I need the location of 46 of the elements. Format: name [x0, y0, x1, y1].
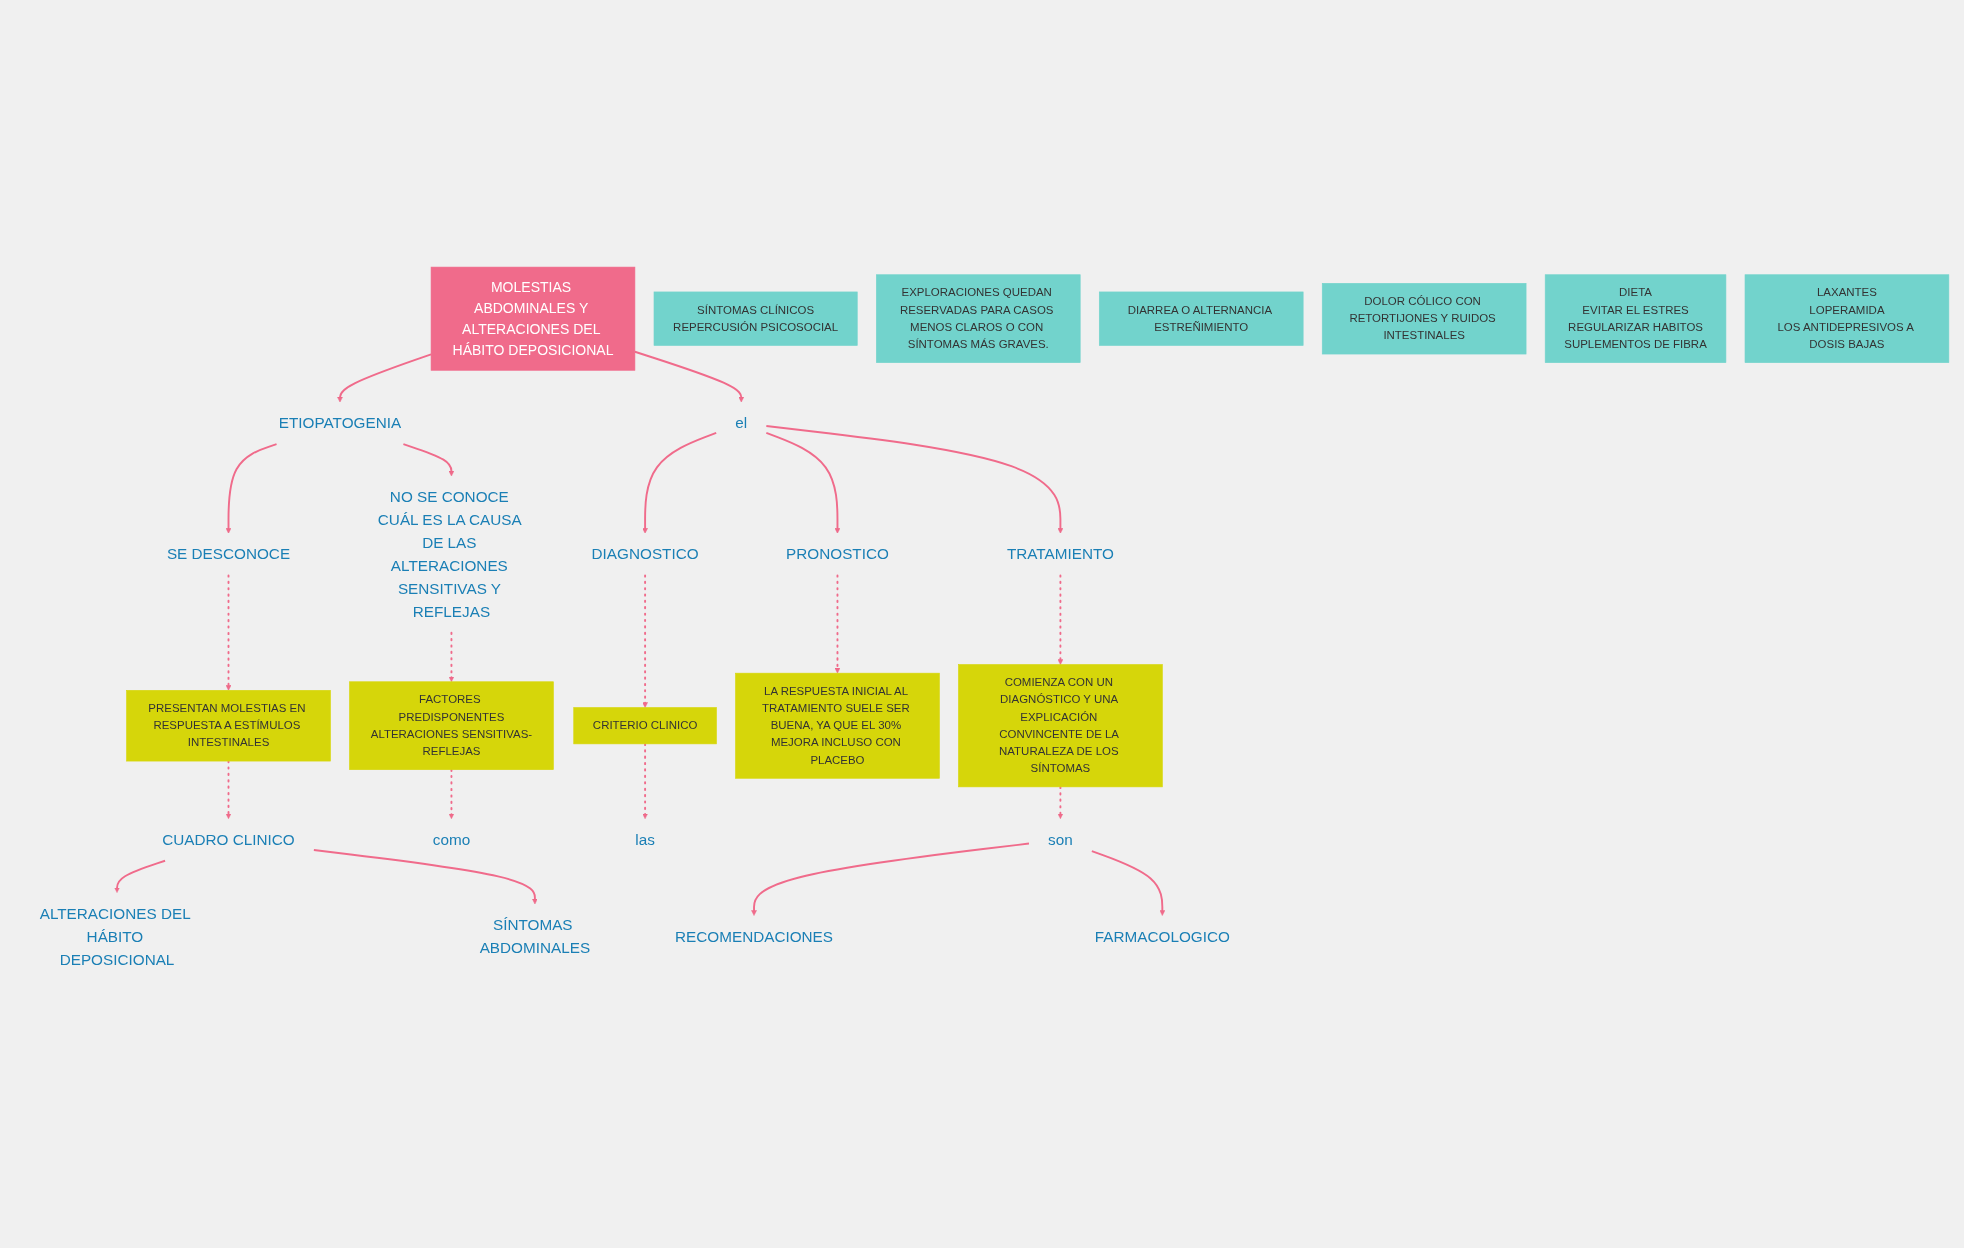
arrow [834, 574, 841, 674]
node-box: DIETA EVITAR EL ESTRES REGULARIZAR HABITOS SUPLEMENTOS DE FIBRA [1544, 274, 1727, 364]
arrow [402, 443, 455, 477]
node-box: CRITERIO CLINICO [573, 707, 717, 745]
node-text: FARMACOLOGICO [1094, 927, 1230, 946]
node-text: DIAGNOSTICO [591, 545, 699, 563]
node-text: como [432, 831, 471, 849]
arrow [1057, 574, 1064, 665]
node-text: TRATAMIENTO [1006, 545, 1114, 563]
node-text: SÍNTOMAS ABDOMINALES [479, 916, 591, 957]
node-text: RECOMENDACIONES [675, 927, 834, 946]
node-box: COMIENZA CON UN DIAGNÓSTICO Y UNA EXPLICACIÓN CONVINCENTE DE LA NATURALEZA DE LOS SÍNTOMAS [958, 664, 1163, 788]
arrow [225, 760, 232, 820]
arrow [225, 574, 232, 691]
node-text: ETIOPATOGENIA [278, 414, 402, 432]
node-box: MOLESTIAS ABDOMINALES Y ALTERACIONES DEL HÁBITO DEPOSICIONAL [430, 266, 636, 371]
arrow [642, 574, 648, 708]
node-text: ALTERACIONES DEL HÁBITO DEPOSICIONAL [39, 904, 191, 968]
arrow [448, 631, 455, 683]
node-box: SÍNTOMAS CLÍNICOS REPERCUSIÓN PSICOSOCIAL [653, 291, 858, 346]
arrow [633, 350, 745, 403]
node-text: SE DESCONOCE [166, 545, 291, 563]
arrow [448, 768, 455, 820]
node-text: son [1048, 831, 1073, 849]
node-box: EXPLORACIONES QUEDAN RESERVADAS PARA CASOS MENOS CLAROS O CON SÍNTOMAS MÁS GRAVES. [876, 274, 1081, 364]
node-box: LAXANTES LOPERAMIDA LOS ANTIDEPRESIVOS A DOSIS BAJAS [1744, 274, 1950, 364]
node-box: FACTORES PREDISPONENTES ALTERACIONES SENSITIVAS-REFLEJAS [349, 681, 554, 771]
node-text: el [735, 414, 748, 432]
node-text: PRONOSTICO [786, 545, 889, 563]
arrow [312, 849, 538, 905]
arrow [642, 432, 718, 534]
arrow [765, 432, 841, 534]
arrow [337, 353, 433, 403]
node-box: DOLOR CÓLICO CON RETORTIJONES Y RUIDOS INTESTINALES [1321, 283, 1527, 355]
node-box: PRESENTAN MOLESTIAS EN RESPUESTA A ESTÍMULOS INTESTINALES [126, 690, 331, 762]
node-box: DIARREA O ALTERNANCIA ESTREÑIMIENTO [1099, 291, 1304, 346]
arrow [642, 743, 648, 820]
arrow [114, 860, 167, 894]
arrow [1090, 850, 1166, 916]
node-box: LA RESPUESTA INICIAL AL TRATAMIENTO SUELE SER BUENA, YA QUE EL 30% MEJORA INCLUSO CON PLACEBO [735, 673, 940, 779]
node-text: las [635, 831, 655, 849]
arrow [751, 842, 1030, 916]
node-text: CUADRO CLINICO [162, 831, 295, 849]
arrow [765, 425, 1064, 534]
arrow [225, 443, 278, 534]
node-text: NO SE CONOCE CUÁL ES LA CAUSA DE LAS ALTERACIONES SENSITIVAS Y REFLEJAS [377, 488, 521, 621]
